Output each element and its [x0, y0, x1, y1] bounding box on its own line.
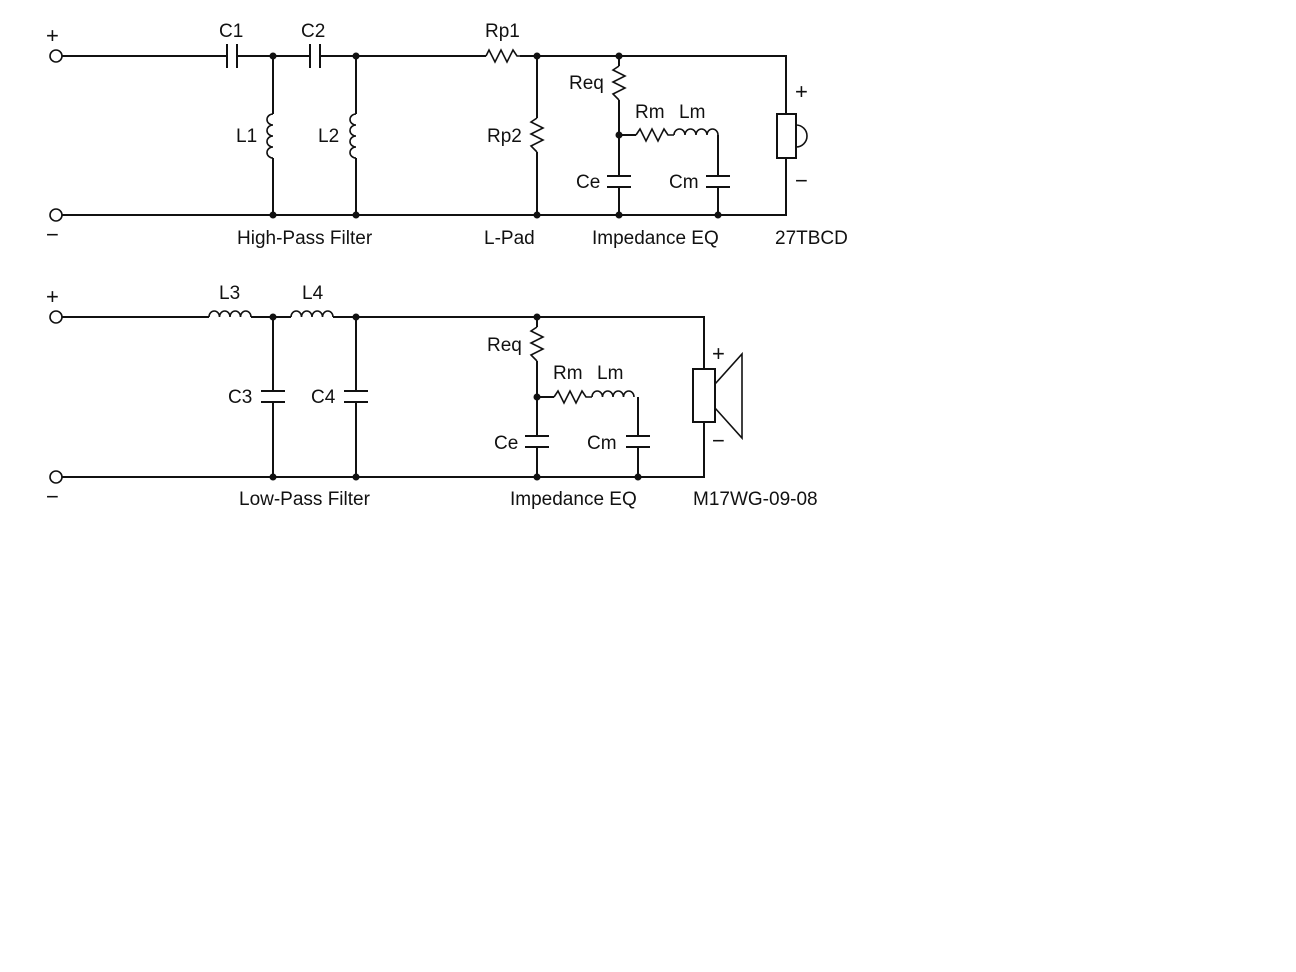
capacitor-c1: [226, 44, 238, 68]
l1-label: L1: [236, 126, 257, 147]
woofer-circuit: + − L3 L4 C3 C4: [46, 283, 818, 510]
resistor-rm-woofer: [553, 389, 592, 405]
woofer-input-terminal-negative: [49, 470, 63, 484]
inductor-l3: [208, 310, 252, 318]
section-label-impedance-eq-tweeter: Impedance EQ: [592, 228, 719, 249]
rm-label: Rm: [635, 102, 665, 123]
inductor-l2: [349, 56, 357, 215]
resistor-rp2: [529, 56, 545, 215]
tweeter-minus-label: −: [795, 168, 808, 193]
capacitor-c3: [261, 317, 285, 477]
woofer-ce-label: Ce: [494, 433, 518, 454]
input-terminal-positive: [49, 49, 63, 63]
top-rail-wire: [62, 55, 787, 114]
woofer-cm-label: Cm: [587, 433, 617, 454]
woofer-minus-label: −: [712, 428, 725, 453]
capacitor-cm: [706, 175, 730, 188]
woofer-model-label: M17WG-09-08: [693, 489, 818, 510]
resistor-req-woofer: [529, 326, 545, 362]
woofer-top-rail-wire: [62, 316, 705, 369]
inductor-lm: [673, 128, 719, 136]
inductor-lm-woofer: [591, 390, 635, 398]
c1-label: C1: [219, 21, 243, 42]
inductor-l1: [266, 56, 274, 215]
cm-label: Cm: [669, 172, 699, 193]
woofer-input-plus-label: +: [46, 284, 59, 309]
woofer-rm-label: Rm: [553, 363, 583, 384]
section-label-low-pass: Low-Pass Filter: [239, 489, 371, 510]
tweeter-model-label: 27TBCD: [775, 228, 848, 249]
resistor-req: [611, 65, 627, 101]
lm-label: Lm: [679, 102, 705, 123]
junction-dots-woofer: [269, 313, 642, 481]
section-label-high-pass: High-Pass Filter: [237, 228, 373, 249]
l3-label: L3: [219, 283, 240, 304]
capacitor-cm-woofer: [626, 435, 650, 448]
input-minus-label: −: [46, 222, 59, 247]
woofer-req-label: Req: [487, 335, 522, 356]
resistor-rm: [635, 127, 674, 143]
tweeter-circuit: + − C1 C2 L1 L2 Rp1: [46, 21, 848, 249]
woofer-plus-label: +: [712, 341, 725, 366]
capacitor-c2: [309, 44, 321, 68]
tweeter-driver-symbol: [776, 113, 808, 159]
input-plus-label: +: [46, 23, 59, 48]
resistor-rp1: [485, 48, 520, 64]
ce-label: Ce: [576, 172, 600, 193]
c3-label: C3: [228, 387, 252, 408]
capacitor-ce: [607, 175, 631, 188]
tweeter-plus-label: +: [795, 79, 808, 104]
c4-label: C4: [311, 387, 336, 408]
woofer-lm-label: Lm: [597, 363, 623, 384]
capacitor-c4: [344, 317, 368, 477]
l4-label: L4: [302, 283, 324, 304]
req-label: Req: [569, 73, 604, 94]
woofer-driver-symbol: [692, 351, 743, 441]
junction-dots-tweeter: [269, 52, 722, 219]
woofer-input-minus-label: −: [46, 484, 59, 509]
input-terminal-negative: [49, 208, 63, 222]
capacitor-ce-woofer: [525, 435, 549, 448]
woofer-input-terminal-positive: [49, 310, 63, 324]
section-label-impedance-eq-woofer: Impedance EQ: [510, 489, 637, 510]
bottom-rail-wire: [62, 158, 787, 216]
inductor-l4: [290, 310, 334, 318]
section-label-l-pad: L-Pad: [484, 228, 535, 249]
rp1-label: Rp1: [485, 21, 520, 42]
rp2-label: Rp2: [487, 126, 522, 147]
l2-label: L2: [318, 126, 339, 147]
c2-label: C2: [301, 21, 325, 42]
